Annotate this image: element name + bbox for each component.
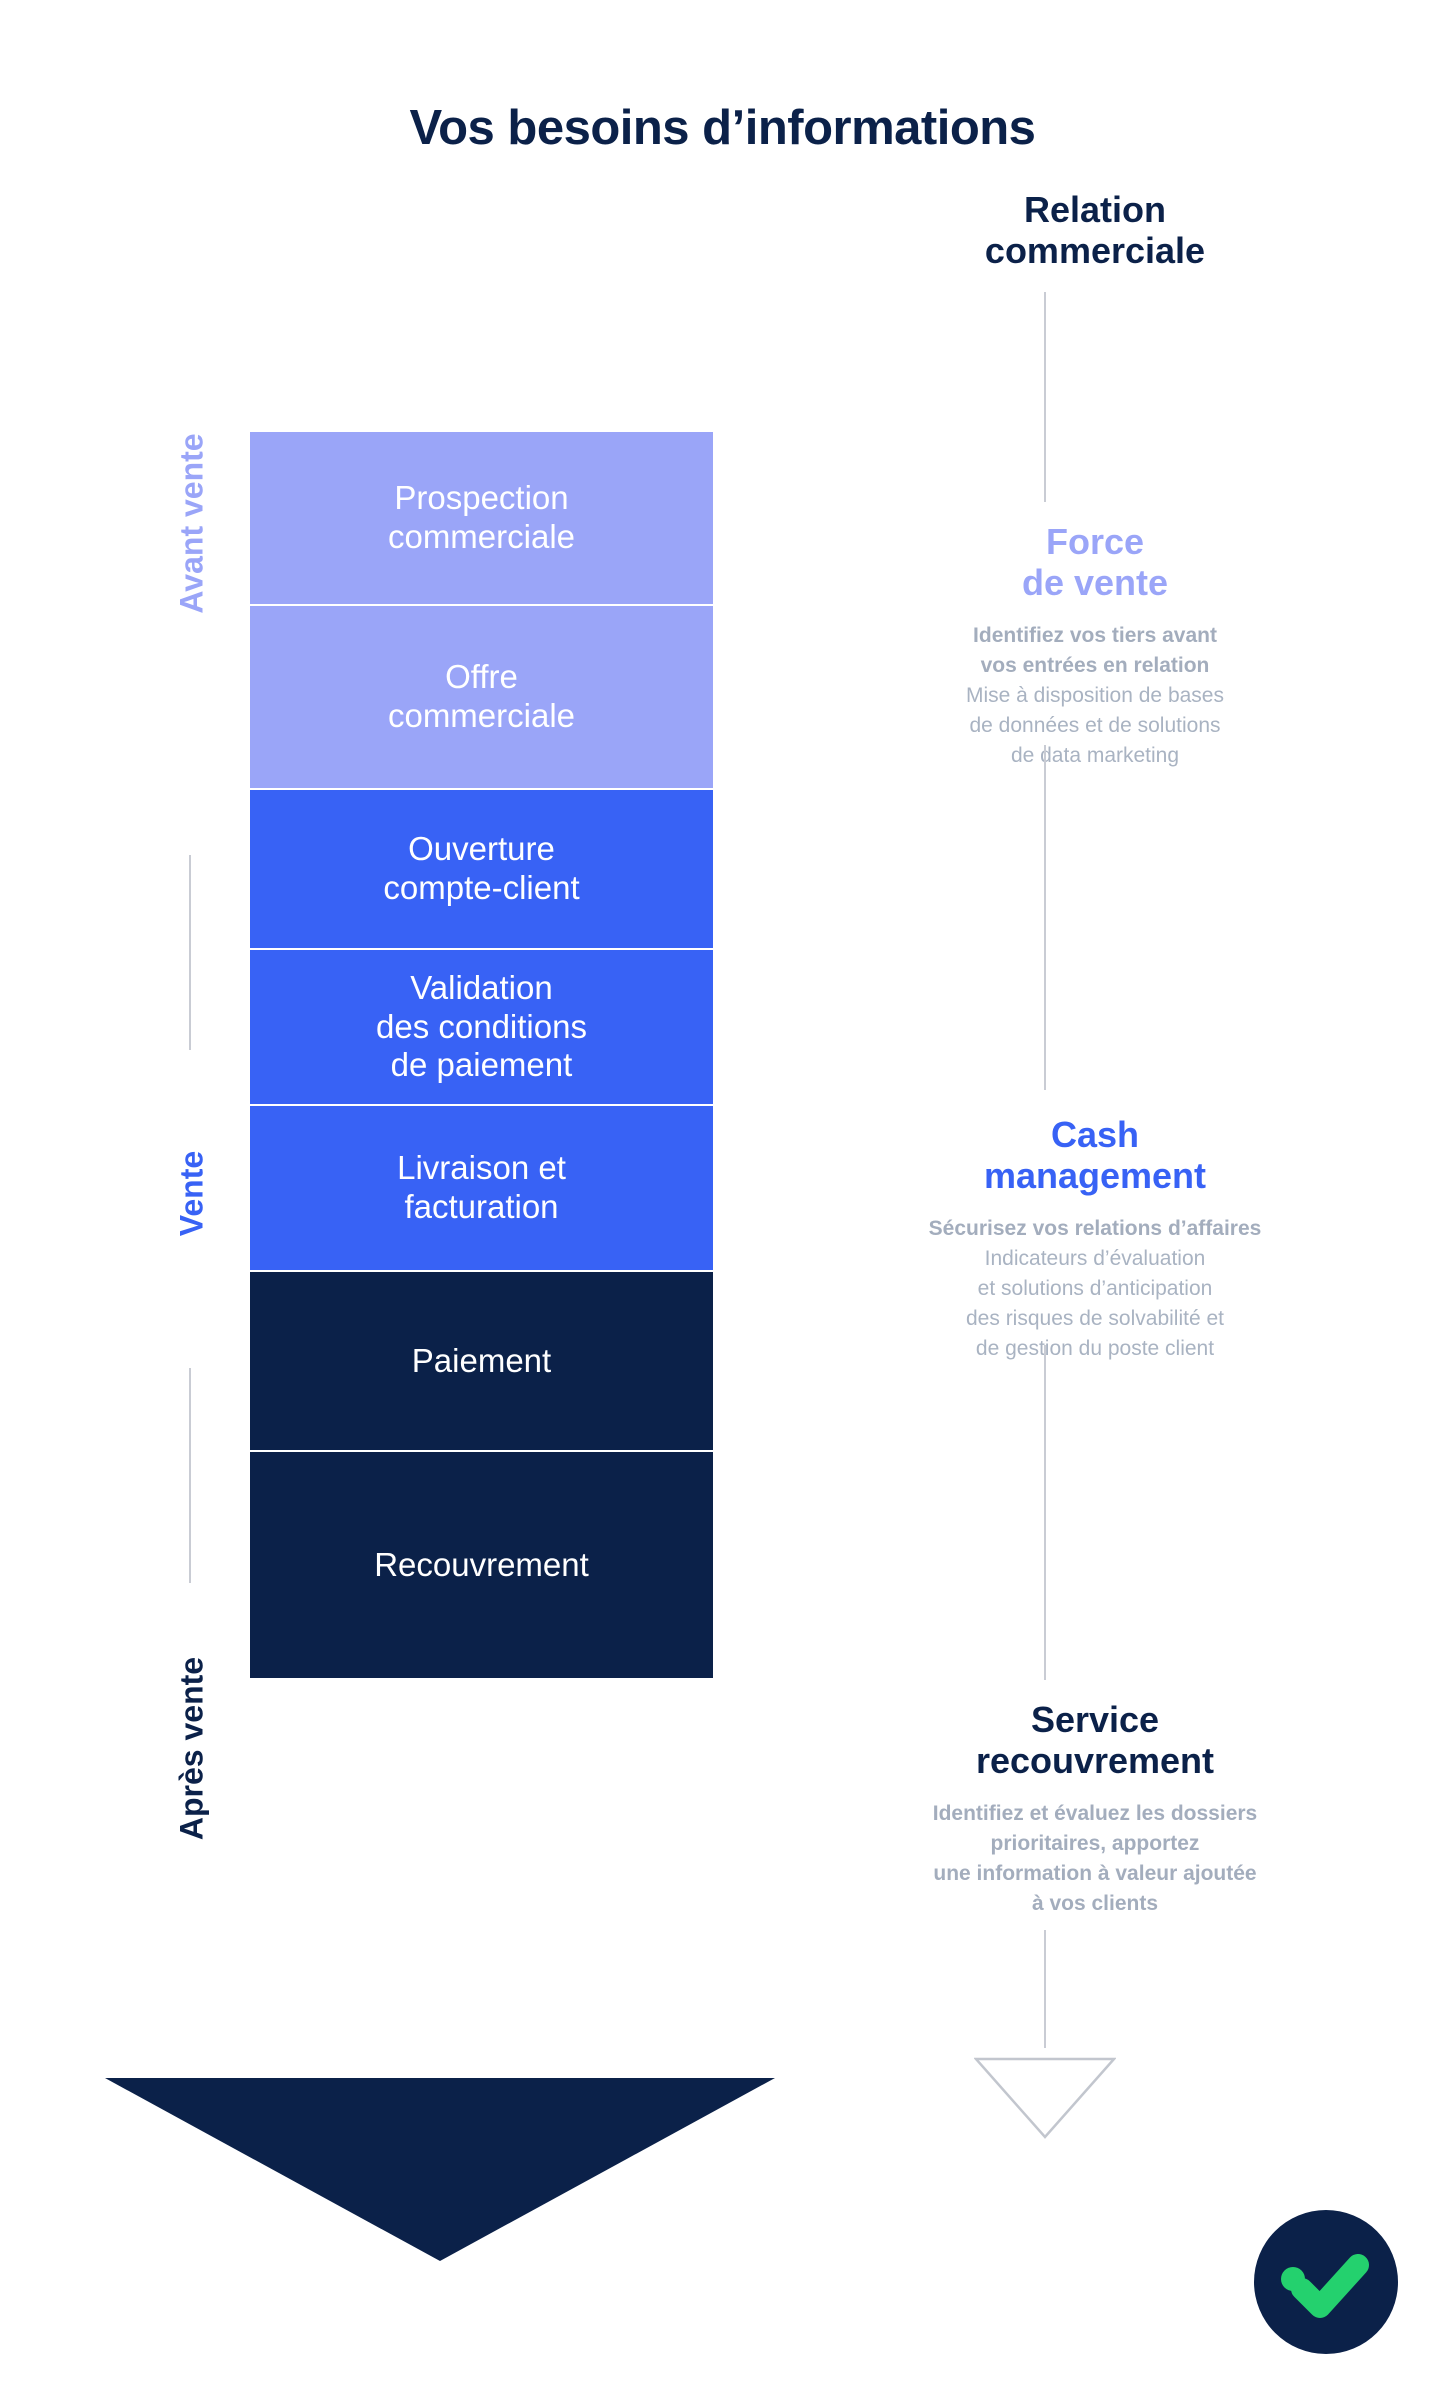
- service-connector-1: [1044, 745, 1046, 1090]
- service-connector-2: [1044, 1345, 1046, 1680]
- stage-label-avant-vente: Avant vente: [173, 433, 210, 614]
- logo-circle: [1254, 2210, 1398, 2354]
- service-description-line: Identifiez vos tiers avant: [973, 624, 1217, 648]
- checkmark-badge-logo: [1254, 2210, 1398, 2354]
- service-description-line: prioritaires, apportez: [990, 1832, 1200, 1856]
- service-title: Cash management: [983, 1114, 1207, 1196]
- funnel-step-label: Recouvrement: [374, 1545, 589, 1583]
- service-description-line: une information à valeur ajoutée: [933, 1861, 1257, 1885]
- funnel-step[interactable]: Offre commerciale: [250, 604, 713, 788]
- service-title: Service recouvrement: [975, 1699, 1215, 1781]
- service-title: Relation commerciale: [984, 189, 1206, 271]
- service-description-line: de données et de solutions: [969, 713, 1221, 737]
- funnel-step[interactable]: Paiement: [250, 1270, 713, 1450]
- service-description-line: vos entrées en relation: [980, 654, 1210, 678]
- service-description-line: Mise à disposition de bases: [966, 683, 1224, 707]
- service-description-line: et solutions d’anticipation: [977, 1276, 1213, 1300]
- service-connector-0: [1044, 292, 1046, 502]
- funnel-step[interactable]: Recouvrement: [250, 1450, 713, 1678]
- stage-label-apres-vente: Après vente: [173, 1656, 210, 1841]
- funnel-step[interactable]: Validation des conditions de paiement: [250, 948, 713, 1104]
- page-title: Vos besoins d’informations: [409, 101, 1036, 155]
- service-description-line: Sécurisez vos relations d’affaires: [928, 1217, 1262, 1241]
- funnel-arrow-icon: [105, 2078, 775, 2261]
- service-description: Identifiez vos tiers avant vos entrées en…: [835, 621, 1355, 770]
- stage-label-vente: Vente: [173, 1150, 210, 1237]
- service-arrow-outline-icon: [974, 2057, 1116, 2139]
- funnel-step-label: Validation des conditions de paiement: [376, 969, 587, 1084]
- funnel-step[interactable]: Prospection commerciale: [250, 432, 713, 604]
- funnel-step[interactable]: Livraison et facturation: [250, 1104, 713, 1270]
- stage-connector-1: [189, 855, 191, 1050]
- check-icon: [1291, 2254, 1369, 2318]
- service-description-line: de data marketing: [1010, 743, 1180, 767]
- service-description-line: des risques de solvabilité et: [966, 1306, 1224, 1330]
- funnel-step-label: Paiement: [411, 1341, 552, 1379]
- funnel-step-label: Prospection commerciale: [387, 479, 576, 555]
- funnel-step-label: Offre commerciale: [387, 658, 576, 734]
- service-description-line: Indicateurs d’évaluation: [984, 1247, 1206, 1271]
- stage-connector-2: [189, 1368, 191, 1583]
- service-connector-3: [1044, 1930, 1046, 2048]
- service-description-line: Identifiez et évaluez les dossiers: [932, 1802, 1258, 1826]
- funnel-step[interactable]: Ouverture compte-client: [250, 788, 713, 948]
- service-description-line: de gestion du poste client: [975, 1336, 1215, 1360]
- funnel-step-label: Livraison et facturation: [397, 1149, 566, 1225]
- funnel-step-label: Ouverture compte-client: [383, 830, 580, 906]
- service-title: Force de vente: [1021, 521, 1169, 603]
- service-description-line: à vos clients: [1031, 1891, 1159, 1915]
- service-description: Identifiez et évaluez les dossiers priori…: [835, 1799, 1355, 1918]
- service-block: Relation commerciale: [835, 189, 1355, 271]
